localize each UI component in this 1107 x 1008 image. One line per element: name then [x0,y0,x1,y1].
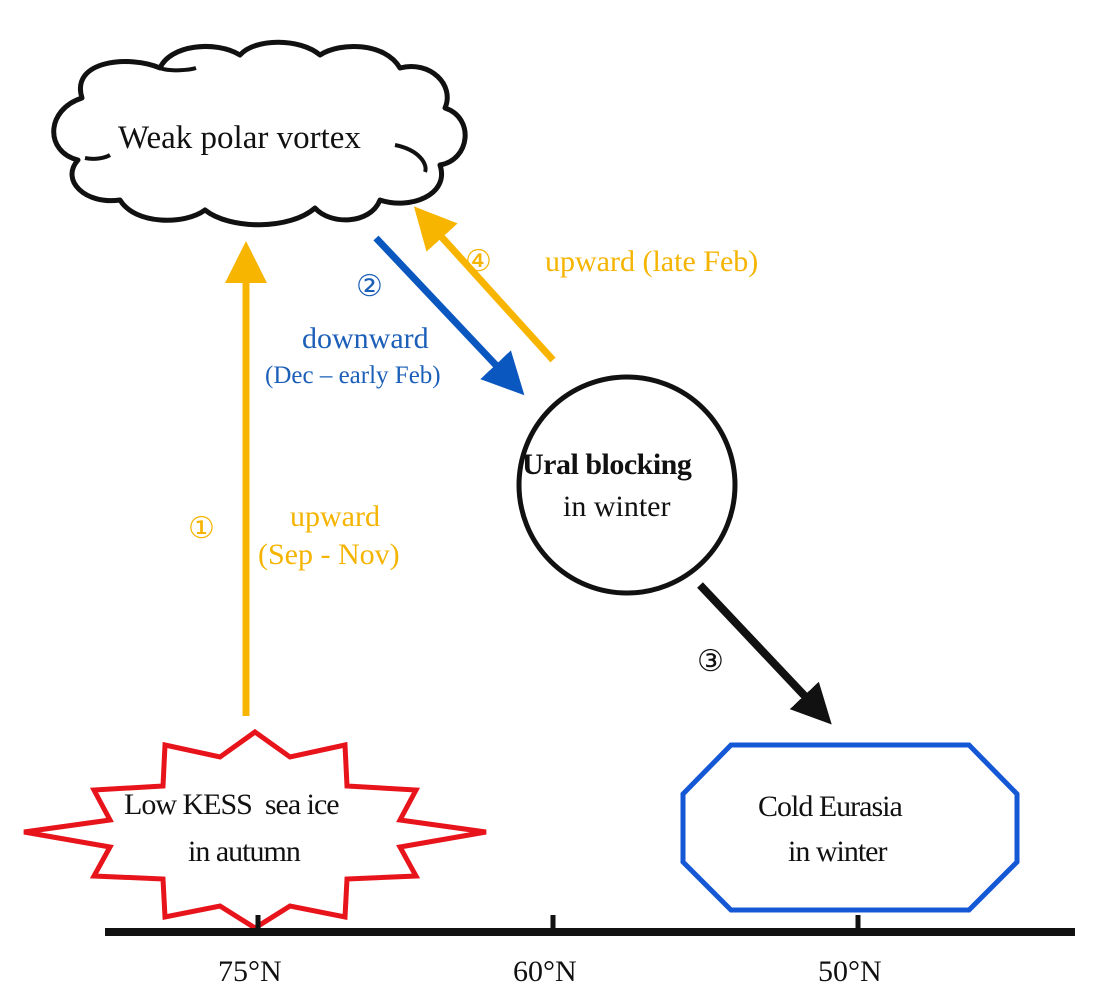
arrow-4-label: upward (late Feb) [545,245,759,278]
eurasia-label-line2: in winter [788,835,887,868]
tick-label-75n: 75°N [218,955,282,988]
arrow-2-label: downward [302,322,429,355]
eurasia-label-line1: Cold Eurasia [758,790,903,823]
arrow-3-marker: ③ [697,645,724,678]
sea-ice-label-line1: Low KESS sea ice [124,788,340,821]
arrow-1-period: (Sep - Nov) [258,538,400,571]
arrow-1-label: upward [290,500,380,533]
arrow-3-impact [697,582,832,725]
arrow-4-marker: ④ [465,245,492,278]
sea-ice-label-line2: in autumn [188,835,301,868]
ural-label: in winter [563,490,671,523]
sea-ice-starburst [23,728,487,931]
cold-eurasia-octagon [680,742,1020,913]
ural-blocking-circle [516,374,738,596]
arrow-2-downward [373,235,525,396]
tick-label-60n: 60°N [513,955,577,988]
vortex-label: Weak polar vortex [118,120,361,156]
polar-vortex-cloud [51,39,468,228]
arrow-1-marker: ① [188,512,215,545]
tick-label-50n: 50°N [818,955,882,988]
arrow-4-upward [413,206,556,363]
arrow-2-marker: ② [356,270,383,303]
ural-label-bold: Ural blocking [522,448,692,481]
arrow-2-period: (Dec – early Feb) [265,362,441,389]
